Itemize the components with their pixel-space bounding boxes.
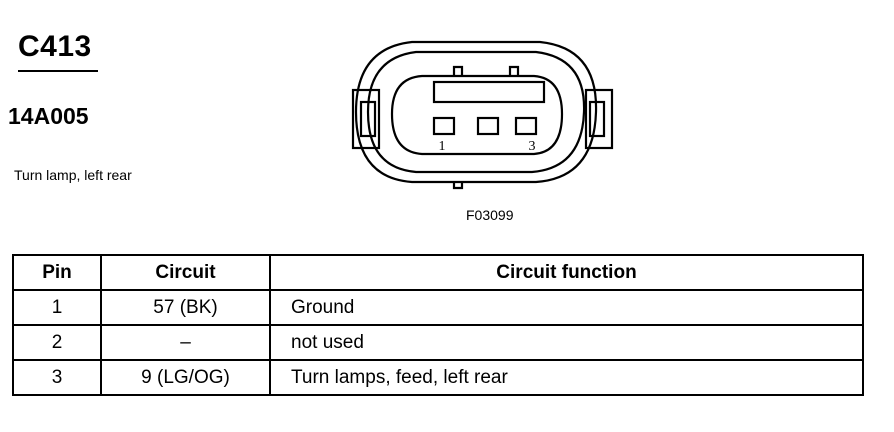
- table-row: 1 57 (BK) Ground: [12, 289, 864, 326]
- pin-1-label: 1: [439, 139, 446, 154]
- header-circuit: Circuit: [100, 254, 271, 291]
- connector-inner-shell: [366, 50, 586, 174]
- terminal-3: [514, 116, 538, 136]
- pin-cell: 2: [12, 324, 102, 361]
- pin-cell: 1: [12, 289, 102, 326]
- pin-table: Pin Circuit Circuit function 1 57 (BK) G…: [12, 254, 864, 396]
- terminal-1: [432, 116, 456, 136]
- function-cell: not used: [269, 324, 864, 361]
- header-pin: Pin: [12, 254, 102, 291]
- connector-id: C413: [18, 30, 92, 63]
- header-function: Circuit function: [269, 254, 864, 291]
- part-number: 14A005: [8, 103, 89, 129]
- pin-3-label: 3: [529, 139, 536, 154]
- connector-outer-shell: [354, 40, 598, 184]
- table-row: 2 – not used: [12, 324, 864, 361]
- table-row: 3 9 (LG/OG) Turn lamps, feed, left rear: [12, 359, 864, 396]
- circuit-cell: 57 (BK): [100, 289, 271, 326]
- connector-key-bar: [432, 80, 546, 104]
- connector-description: Turn lamp, left rear: [14, 167, 132, 183]
- pin-cell: 3: [12, 359, 102, 396]
- circuit-cell: 9 (LG/OG): [100, 359, 271, 396]
- table-header-row: Pin Circuit Circuit function: [12, 254, 864, 291]
- connector-cavity: [390, 74, 564, 156]
- function-cell: Ground: [269, 289, 864, 326]
- figure-id: F03099: [466, 207, 514, 223]
- circuit-cell: –: [100, 324, 271, 361]
- connector-face-diagram: 1 3: [351, 40, 614, 190]
- connector-id-underline: [18, 70, 98, 72]
- function-cell: Turn lamps, feed, left rear: [269, 359, 864, 396]
- left-latch: [351, 88, 381, 150]
- right-latch: [584, 88, 614, 150]
- terminal-2: [476, 116, 500, 136]
